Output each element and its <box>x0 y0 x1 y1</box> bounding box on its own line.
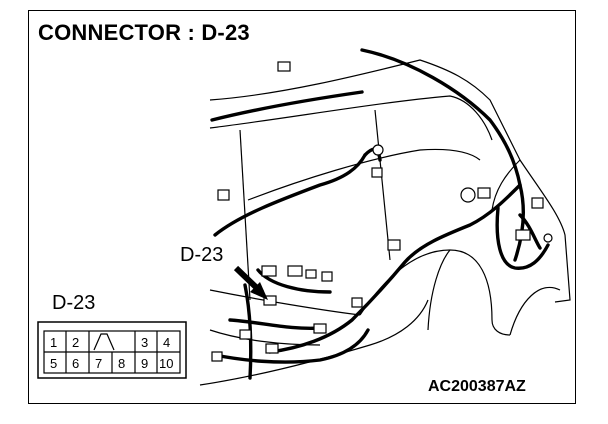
diagram-title: CONNECTOR : D-23 <box>38 20 250 45</box>
connector-face-diagram: 1 2 3 4 5 6 7 8 9 10 <box>37 321 187 379</box>
connector-block <box>217 189 230 201</box>
diagram-frame <box>28 10 576 404</box>
pin-1: 1 <box>50 335 57 350</box>
pin-8: 8 <box>118 356 125 371</box>
connector-block <box>261 265 277 277</box>
connector-block <box>277 61 291 72</box>
connector-housing-outline <box>37 321 187 379</box>
connector-block <box>387 239 401 251</box>
harness-connectors <box>211 61 553 362</box>
pin-9: 9 <box>141 356 148 371</box>
pin-4: 4 <box>163 335 170 350</box>
grommet <box>543 233 553 243</box>
grommet <box>460 187 476 203</box>
connector-block <box>211 351 223 362</box>
connector-block <box>305 269 317 279</box>
connector-block <box>477 187 491 199</box>
connector-block <box>265 343 279 354</box>
pin-5: 5 <box>50 356 57 371</box>
connector-label: D-23 <box>52 292 96 314</box>
vehicle-body-outline <box>199 59 571 386</box>
pin-3: 3 <box>141 335 148 350</box>
pin-2: 2 <box>72 335 79 350</box>
callout-label: D-23 <box>180 244 224 266</box>
connector-block <box>321 271 333 282</box>
connector-block <box>239 329 252 340</box>
d23-pointer-arrow <box>233 265 268 300</box>
pin-10: 10 <box>159 356 173 371</box>
connector-block <box>531 197 544 209</box>
grommet <box>372 144 384 156</box>
connector-block <box>371 167 383 178</box>
figure-code: AC200387AZ <box>428 378 526 395</box>
connector-d23 <box>263 295 277 306</box>
connector-key-notch <box>93 333 115 351</box>
connector-block <box>287 265 303 277</box>
pin-7: 7 <box>95 356 102 371</box>
connector-block <box>351 297 363 308</box>
connector-block <box>515 229 531 241</box>
wiring-harness <box>210 48 550 380</box>
connector-block <box>313 323 327 334</box>
pin-6: 6 <box>72 356 79 371</box>
